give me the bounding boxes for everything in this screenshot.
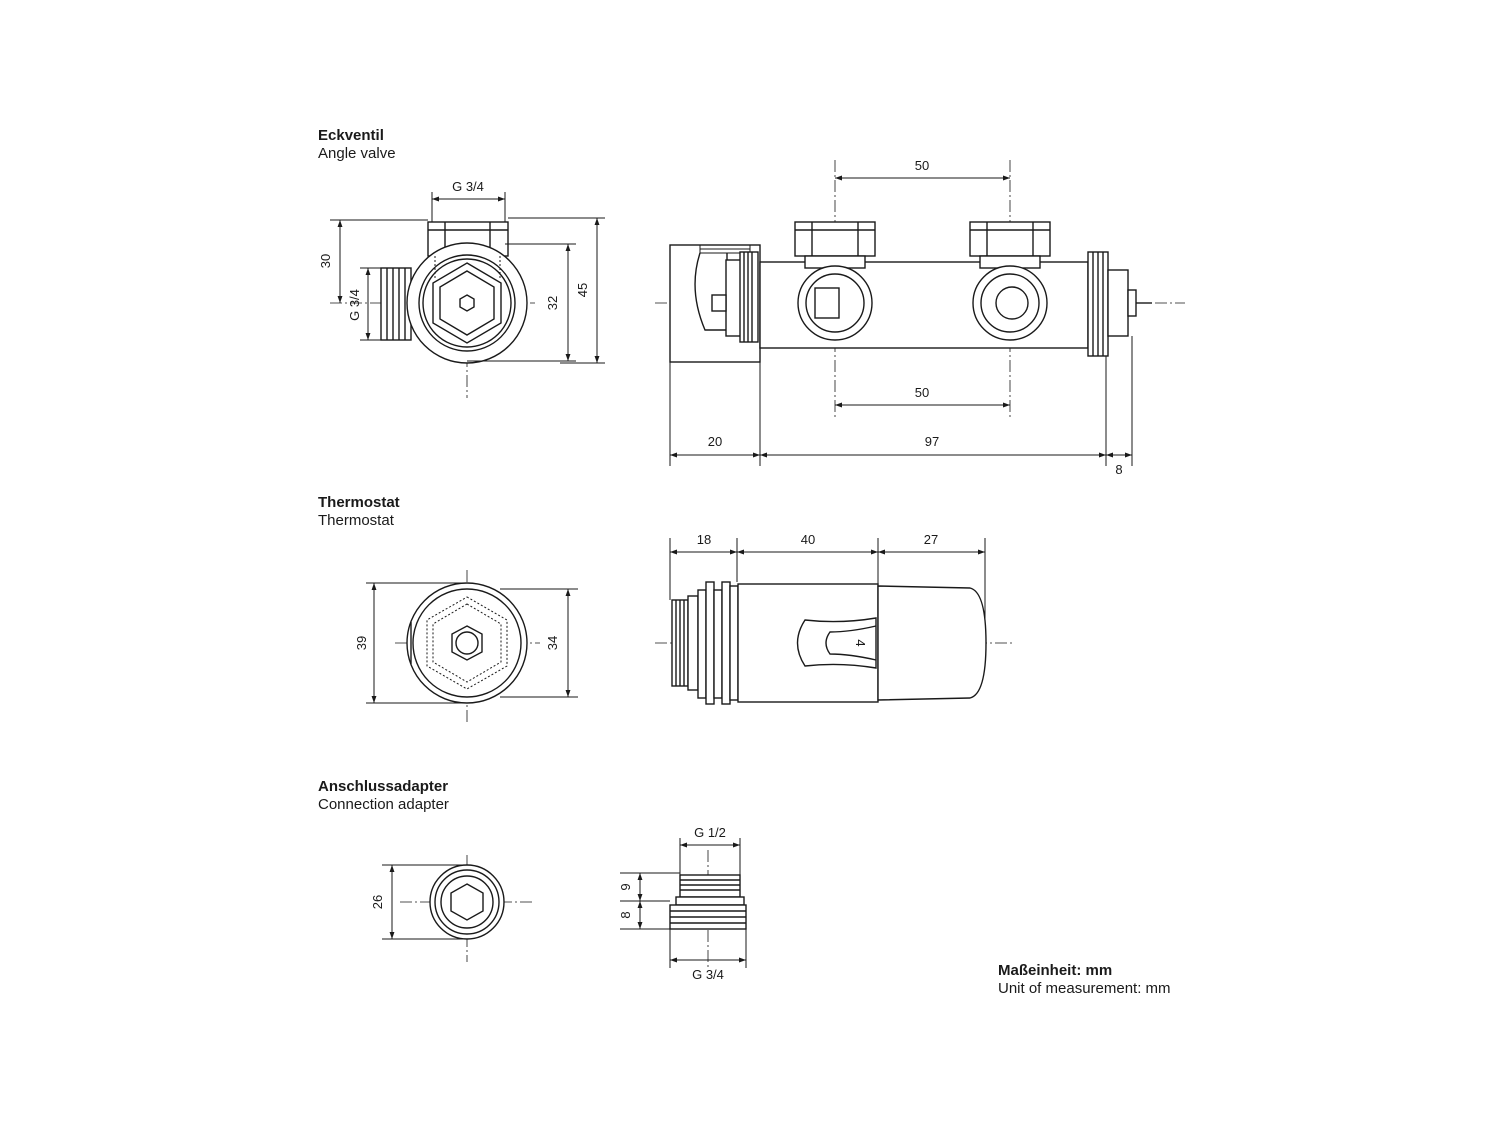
dim-26: 26 [370, 895, 385, 909]
dim-30: 30 [318, 254, 333, 268]
dim-g34-top: G 3/4 [452, 179, 484, 194]
thermostat-end-view: 39 34 [354, 570, 578, 725]
dim-20: 20 [708, 434, 722, 449]
dim-18: 18 [697, 532, 711, 547]
dim-50-top: 50 [915, 158, 929, 173]
angle-valve-title: Eckventil [318, 127, 384, 144]
adapter-side-view: G 1/2 9 8 G 3/4 [618, 825, 747, 982]
units-label: Maßeinheit: mm [998, 962, 1113, 979]
thermostat-subtitle: Thermostat [318, 512, 394, 529]
angle-valve-front-view: 50 50 20 97 8 [655, 158, 1185, 477]
dim-32: 32 [545, 296, 560, 310]
dim-40: 40 [801, 532, 815, 547]
angle-valve-subtitle: Angle valve [318, 145, 396, 162]
dim-39: 39 [354, 636, 369, 650]
dim-g34-bottom: G 3/4 [692, 967, 724, 982]
thermostat-scale-marking: 4 [853, 639, 868, 646]
dim-97: 97 [925, 434, 939, 449]
dim-34: 34 [545, 636, 560, 650]
dim-45: 45 [575, 283, 590, 297]
dim-9: 9 [618, 883, 633, 890]
dim-8-adapter: 8 [618, 911, 633, 918]
adapter-subtitle: Connection adapter [318, 796, 449, 813]
thermostat-side-view: 4 18 40 27 [655, 532, 1015, 705]
dim-50-bottom: 50 [915, 385, 929, 400]
dim-g12: G 1/2 [694, 825, 726, 840]
adapter-end-view: 26 [370, 855, 532, 962]
adapter-title: Anschlussadapter [318, 778, 449, 795]
dim-g34-side: G 3/4 [347, 289, 362, 321]
angle-valve-side-view: G 3/4 30 G 3/4 32 45 [318, 179, 605, 398]
dim-27: 27 [924, 532, 938, 547]
units-label-en: Unit of measurement: mm [998, 980, 1171, 997]
dim-8: 8 [1115, 462, 1122, 477]
thermostat-title: Thermostat [318, 494, 400, 511]
